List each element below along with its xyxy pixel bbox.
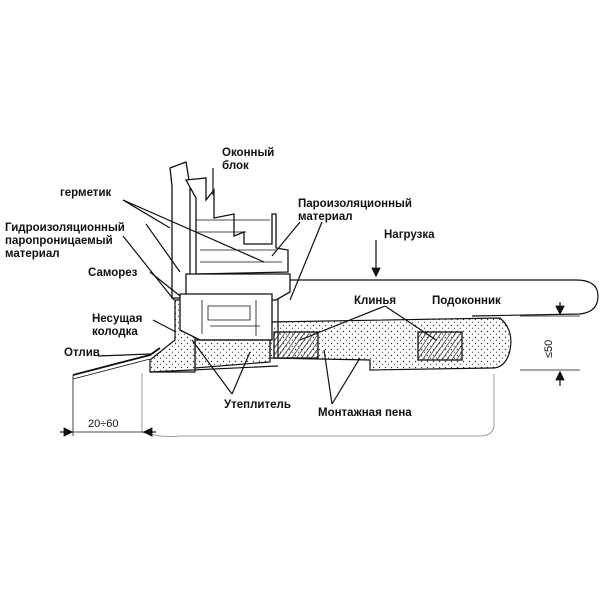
label-window-block-2: блок (222, 160, 249, 172)
label-waterproof-1: Гидроизоляционный (5, 222, 125, 234)
insulation-under-frame (194, 339, 271, 369)
label-screw: Саморез (88, 267, 138, 279)
wall-outline (141, 373, 495, 437)
label-sill: Подоконник (432, 295, 501, 307)
drip-flashing (72, 347, 161, 430)
window-frame-profile (169, 161, 291, 341)
label-drip: Отлив (64, 347, 100, 359)
dimension-overhang (60, 427, 156, 437)
label-waterproof-3: материал (5, 248, 60, 260)
label-window-block-1: Оконный (222, 147, 274, 159)
label-support-block-1: Несущая (92, 313, 142, 325)
dimension-depth (520, 302, 580, 386)
label-mounting-foam: Монтажная пена (318, 407, 412, 419)
label-load: Нагрузка (384, 229, 435, 241)
label-dim-overhang: 20÷60 (88, 418, 119, 430)
wedge-right (417, 331, 463, 361)
label-insulation: Утеплитель (224, 399, 291, 411)
label-support-block-2: колодка (92, 326, 138, 338)
label-waterproof-2: паропроницаемый (5, 235, 113, 247)
label-sealant: герметик (60, 187, 112, 199)
label-vapor-barrier-2: материал (298, 211, 353, 223)
label-dim-depth: ≤50 (543, 340, 555, 358)
label-vapor-barrier-1: Пароизоляционный (298, 198, 412, 210)
label-wedges: Клинья (354, 295, 396, 307)
leader-lines (97, 168, 437, 405)
